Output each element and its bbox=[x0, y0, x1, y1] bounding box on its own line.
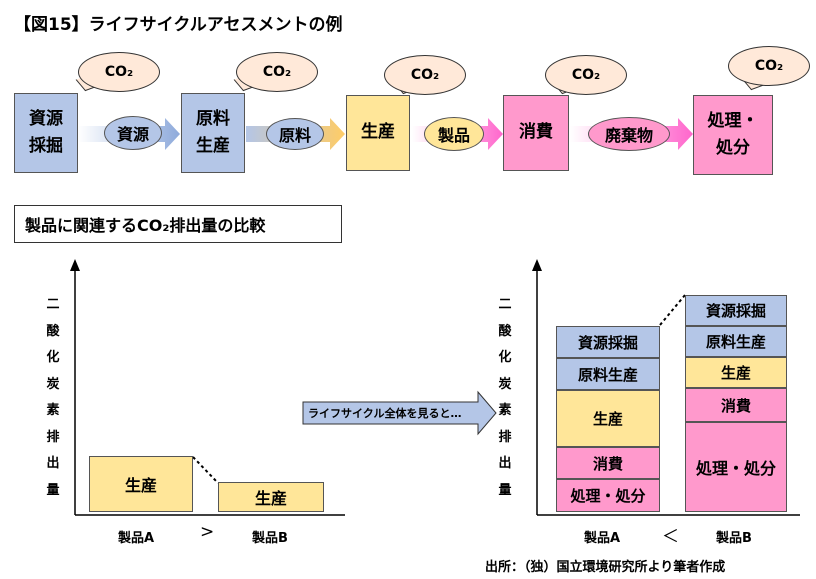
flow-label-material: 原料 bbox=[266, 118, 324, 150]
category-label-b: 製品B bbox=[252, 531, 288, 546]
stage-label: 消費 bbox=[519, 122, 553, 143]
stage-label: 資源 bbox=[29, 108, 63, 129]
stage-label: 採掘 bbox=[29, 136, 63, 156]
stage-disposal: 処理・処分 bbox=[693, 95, 773, 175]
stage-material-production: 原料生産 bbox=[181, 93, 245, 173]
stack-b-material-production: 原料生産 bbox=[685, 326, 787, 357]
co2-bubble: CO₂ bbox=[236, 52, 318, 92]
co2-bubble: CO₂ bbox=[545, 55, 627, 95]
flow-label-product: 製品 bbox=[424, 117, 484, 151]
right-chart-axes bbox=[532, 259, 800, 516]
category-label-b-right: 製品B bbox=[716, 531, 752, 546]
y-axis-label-left: 二酸化炭素排出量 bbox=[46, 297, 60, 498]
co2-bubble: CO₂ bbox=[78, 52, 160, 92]
stage-label: 処理・ bbox=[707, 110, 759, 131]
stage-label: 生産 bbox=[361, 122, 395, 143]
bar-product-a-production: 生産 bbox=[89, 456, 193, 512]
stack-a-production: 生産 bbox=[556, 390, 660, 447]
stage-label: 原料 bbox=[196, 108, 230, 129]
flow-label-resource: 資源 bbox=[104, 116, 162, 150]
stage-consumption: 消費 bbox=[503, 95, 569, 171]
stage-label: 生産 bbox=[196, 136, 230, 156]
stack-a-disposal: 処理・処分 bbox=[556, 479, 660, 512]
source-note: 出所：（独）国立環境研究所より筆者作成 bbox=[485, 560, 726, 575]
stack-a-consumption: 消費 bbox=[556, 447, 660, 479]
left-chart-axes bbox=[70, 259, 345, 516]
stack-b-disposal: 処理・処分 bbox=[685, 422, 787, 512]
comparison-title: 製品に関連するCO₂排出量の比較 bbox=[14, 205, 342, 243]
stack-b-consumption: 消費 bbox=[685, 388, 787, 422]
flow-label-waste: 廃棄物 bbox=[588, 117, 670, 151]
stack-a-resource-extraction: 資源採掘 bbox=[556, 326, 660, 358]
stage-resource-extraction: 資源採掘 bbox=[14, 93, 78, 173]
comparison-sign-right: ＜ bbox=[662, 527, 679, 547]
co2-bubble: CO₂ bbox=[384, 55, 466, 95]
comparison-sign-left: > bbox=[200, 522, 215, 542]
category-label-a-right: 製品A bbox=[584, 531, 621, 546]
stage-label: 処分 bbox=[716, 138, 750, 158]
stack-b-resource-extraction: 資源採掘 bbox=[685, 295, 787, 326]
bar-product-b-production: 生産 bbox=[218, 482, 324, 512]
stack-b-production: 生産 bbox=[685, 357, 787, 388]
figure-title: 【図15】ライフサイクルアセスメントの例 bbox=[14, 15, 343, 35]
stack-a-material-production: 原料生産 bbox=[556, 358, 660, 390]
stage-production: 生産 bbox=[346, 95, 410, 171]
y-axis-label-right: 二酸化炭素排出量 bbox=[498, 297, 512, 498]
co2-bubble: CO₂ bbox=[728, 46, 810, 86]
transition-arrow bbox=[302, 390, 497, 436]
category-label-a: 製品A bbox=[118, 531, 155, 546]
transition-text: ライフサイクル全体を見ると… bbox=[308, 407, 462, 420]
